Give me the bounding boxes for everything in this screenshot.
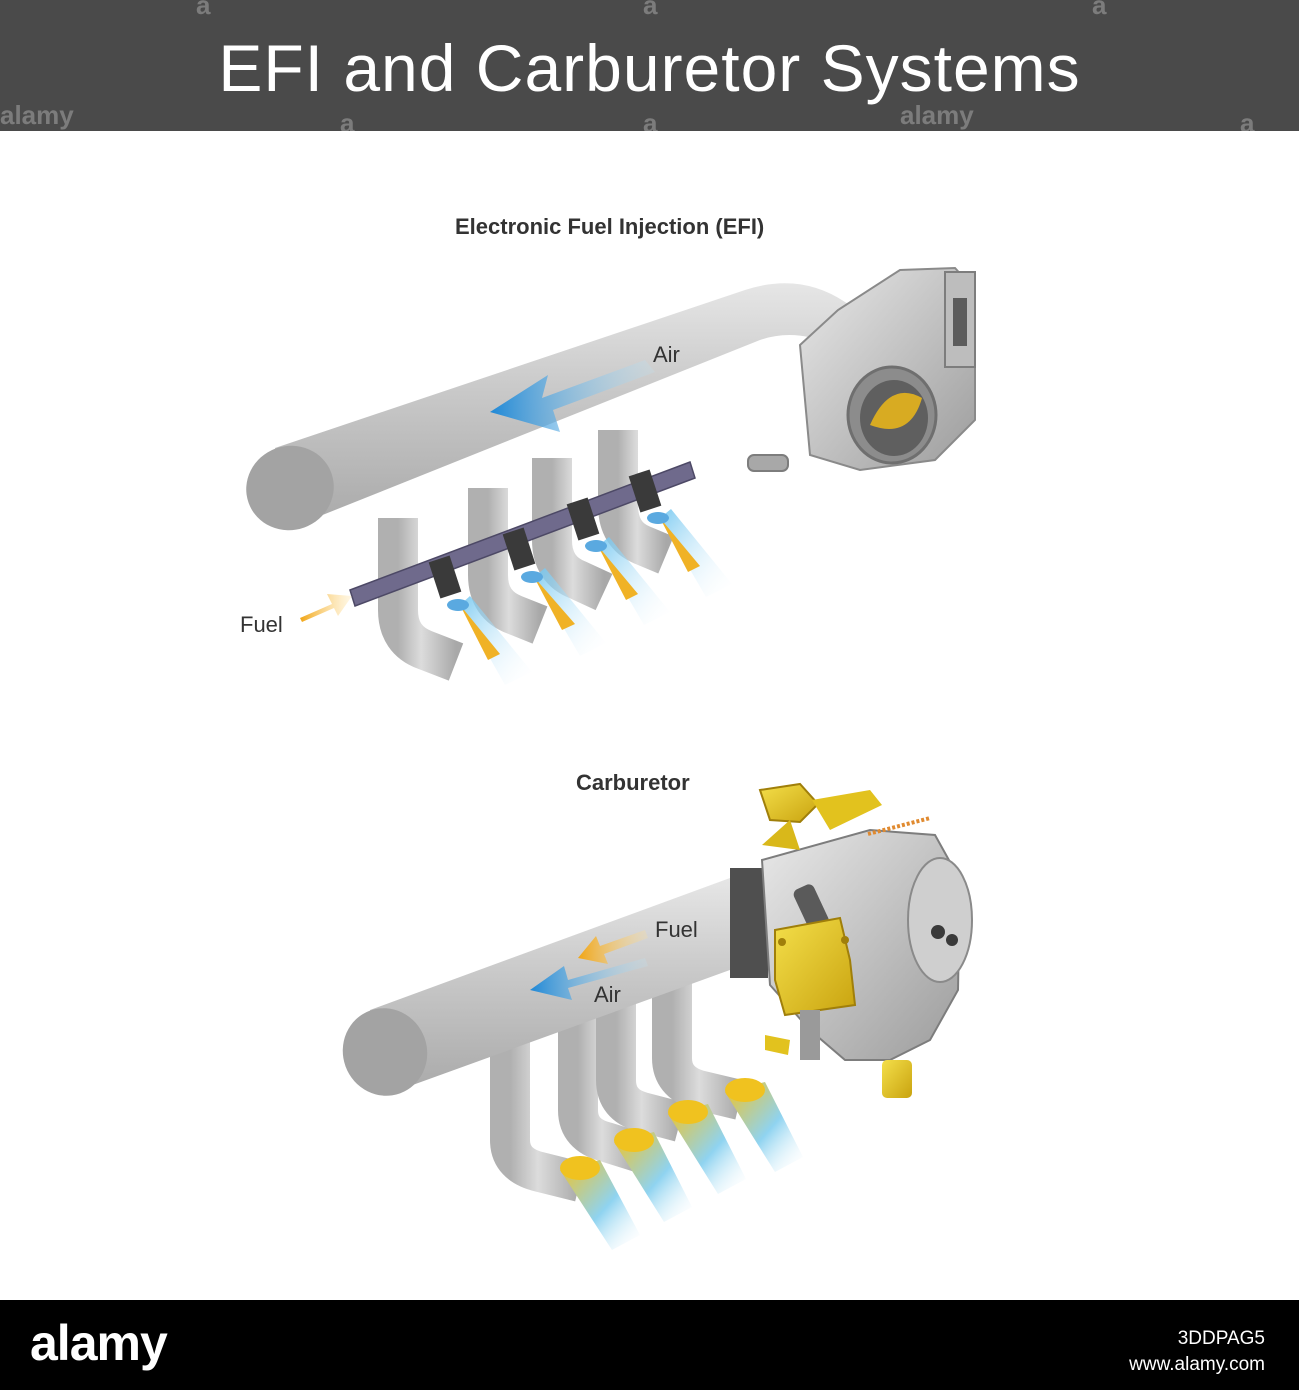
page-title: EFI and Carburetor Systems — [218, 31, 1081, 105]
watermark: alamy — [900, 100, 974, 130]
watermark: a — [643, 108, 658, 131]
footer-url: www.alamy.com — [1129, 1354, 1265, 1375]
efi-fuel-label: Fuel — [240, 612, 283, 637]
efi-air-arrow — [490, 360, 655, 432]
efi-intake-manifold — [246, 283, 860, 681]
footer-image-id: 3DDPAG5 — [1177, 1328, 1265, 1349]
efi-fuel-injector — [628, 469, 732, 597]
watermark: a — [643, 0, 658, 20]
efi-air-label: Air — [653, 342, 680, 367]
watermark: a — [196, 0, 211, 20]
carburetor-unit — [730, 782, 973, 1098]
footer-logo: alamy — [30, 1315, 168, 1371]
watermark: a — [1092, 0, 1107, 20]
carburetor-fuel-label: Fuel — [655, 917, 698, 942]
watermark: a — [340, 108, 355, 131]
carburetor-air-arrow — [530, 958, 648, 1000]
carburetor-air-label: Air — [594, 982, 621, 1007]
diagram-artwork — [246, 266, 976, 1250]
carburetor-fuel-arrow — [578, 930, 648, 964]
efi-section-title: Electronic Fuel Injection (EFI) — [455, 214, 765, 239]
footer-bar: alamy 3DDPAG5 www.alamy.com — [0, 1300, 1299, 1390]
watermark: alamy — [0, 100, 74, 130]
efi-fuel-injector — [502, 527, 606, 656]
carburetor-mixture-flow — [560, 1078, 803, 1250]
watermark: a — [1240, 108, 1255, 131]
efi-fuel-injector — [428, 555, 532, 685]
efi-throttle-body — [747, 266, 976, 472]
efi-fuel-arrow — [300, 594, 352, 622]
efi-fuel-injector — [566, 497, 670, 625]
carburetor-section-title: Carburetor — [576, 770, 690, 795]
header-banner: EFI and Carburetor Systems alamy a a a a… — [0, 0, 1299, 131]
